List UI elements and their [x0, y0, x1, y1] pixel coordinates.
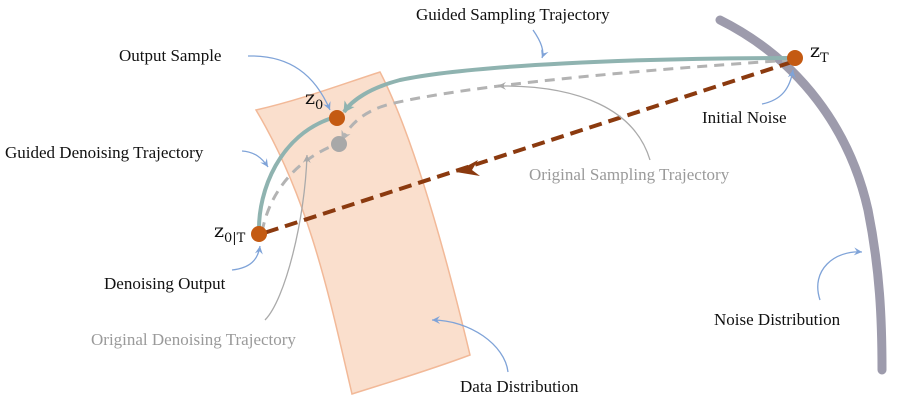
original-denoising-trajectory — [260, 144, 333, 233]
denoising-output-label: Denoising Output — [104, 274, 226, 293]
initial-noise-label: Initial Noise — [702, 108, 787, 127]
zT-subscript: T — [820, 51, 829, 66]
z0T-subscript: 0|T — [224, 231, 246, 246]
data-distribution-shape — [254, 71, 471, 395]
guided-denoising-trajectory-label: Guided Denoising Trajectory — [5, 143, 204, 162]
output-sample-annotation-arrow — [247, 55, 331, 111]
zT-node — [787, 50, 803, 66]
z0T-math-label: z0|T — [214, 220, 246, 246]
data-distribution-label: Data Distribution — [460, 377, 579, 396]
guided-denoising-trajectory — [256, 116, 333, 233]
z0T-base: z — [214, 220, 224, 242]
output-sample-label: Output Sample — [119, 46, 221, 65]
zT-math-label: zT — [810, 40, 829, 66]
guided-denoising-annotation-arrow — [241, 150, 269, 168]
denoising-output-annotation-arrow — [231, 245, 263, 271]
z0-node — [329, 110, 345, 126]
original-sampling-trajectory — [340, 58, 793, 141]
initial-noise-annotation-arrow — [761, 69, 796, 105]
guided-sampling-trajectory — [342, 56, 791, 114]
original-sampling-trajectory-label: Original Sampling Trajectory — [529, 165, 730, 184]
guided-sampling-annotation-arrow — [532, 29, 549, 59]
direct-path-arrowhead — [456, 160, 480, 176]
direct-denoising-path — [263, 60, 793, 235]
noise-distribution-label: Noise Distribution — [714, 310, 841, 329]
noise-distribution-annotation-arrow — [817, 247, 863, 301]
guided-sampling-trajectory-label: Guided Sampling Trajectory — [416, 5, 610, 24]
data-distribution-annotation-arrow — [431, 316, 509, 373]
z0-base: z — [305, 87, 315, 109]
z0-math-label: z0 — [305, 87, 323, 113]
zT-base: z — [810, 40, 820, 62]
original-denoising-annotation-arrow — [264, 154, 311, 321]
original-output-node — [331, 136, 347, 152]
z0T-node — [251, 226, 267, 242]
original-denoising-trajectory-label: Original Denoising Trajectory — [91, 330, 296, 349]
z0-subscript: 0 — [315, 98, 323, 113]
original-sampling-annotation-arrow — [497, 81, 651, 161]
